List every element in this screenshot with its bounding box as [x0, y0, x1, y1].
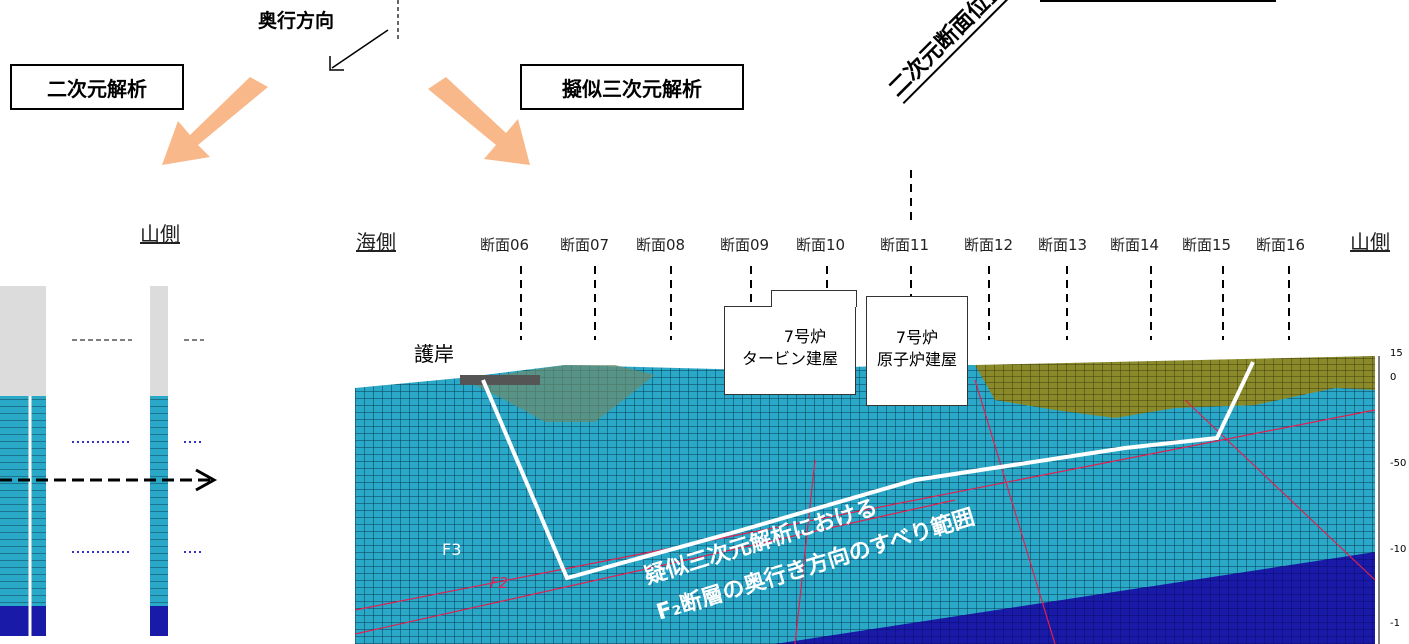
direction-arrow	[329, 0, 399, 71]
seawall-label: 護岸	[414, 342, 454, 366]
label-pseudo-3d-analysis: 擬似三次元解析	[520, 64, 744, 110]
section-label: 断面09	[720, 236, 770, 254]
mountain-side-label: 山側	[1350, 230, 1390, 254]
section-label: 断面08	[636, 236, 686, 254]
reactor-building-line1: 7号炉	[895, 328, 939, 347]
direction-label: 奥行方向	[258, 10, 335, 32]
turbine-building-line2: タービン建屋	[741, 349, 838, 368]
section-label: 断面12	[964, 236, 1014, 254]
orange-arrow-left	[162, 77, 268, 165]
orange-arrow-right	[428, 77, 530, 165]
mountain-side-left: 山側	[140, 222, 180, 246]
section-label: 断面07	[560, 236, 610, 254]
top-right-underline	[1040, 0, 1276, 2]
turbine-building-line1: 7号炉	[783, 327, 827, 346]
fault-f2-label: F2	[490, 574, 509, 592]
section-label: 断面14	[1110, 236, 1160, 254]
reactor-building-line2: 原子炉建屋	[876, 350, 957, 369]
section-label: 断面11	[880, 236, 930, 254]
section-position-label: 二次元断面位置	[880, 0, 1013, 105]
axis-tick: 15	[1390, 348, 1403, 359]
reactor-building: 7号炉 原子炉建屋	[866, 296, 968, 406]
axis-tick: -1	[1390, 618, 1400, 629]
section-label: 断面16	[1256, 236, 1306, 254]
section-label: 断面13	[1038, 236, 1088, 254]
sea-side-label: 海側	[356, 230, 396, 254]
section-label: 断面15	[1182, 236, 1232, 254]
pseudo-3d-section	[355, 170, 1380, 644]
fault-f3-label: F3	[442, 540, 462, 559]
turbine-building: 7号炉 タービン建屋	[724, 290, 857, 395]
label-2d-analysis: 二次元解析	[10, 64, 184, 110]
panel-2d	[0, 286, 218, 636]
section-label: 断面10	[796, 236, 846, 254]
axis-tick: 0	[1390, 372, 1397, 383]
section-label: 断面06	[480, 236, 530, 254]
axis-tick: -50	[1390, 458, 1407, 469]
axis-tick: -10	[1390, 544, 1407, 555]
